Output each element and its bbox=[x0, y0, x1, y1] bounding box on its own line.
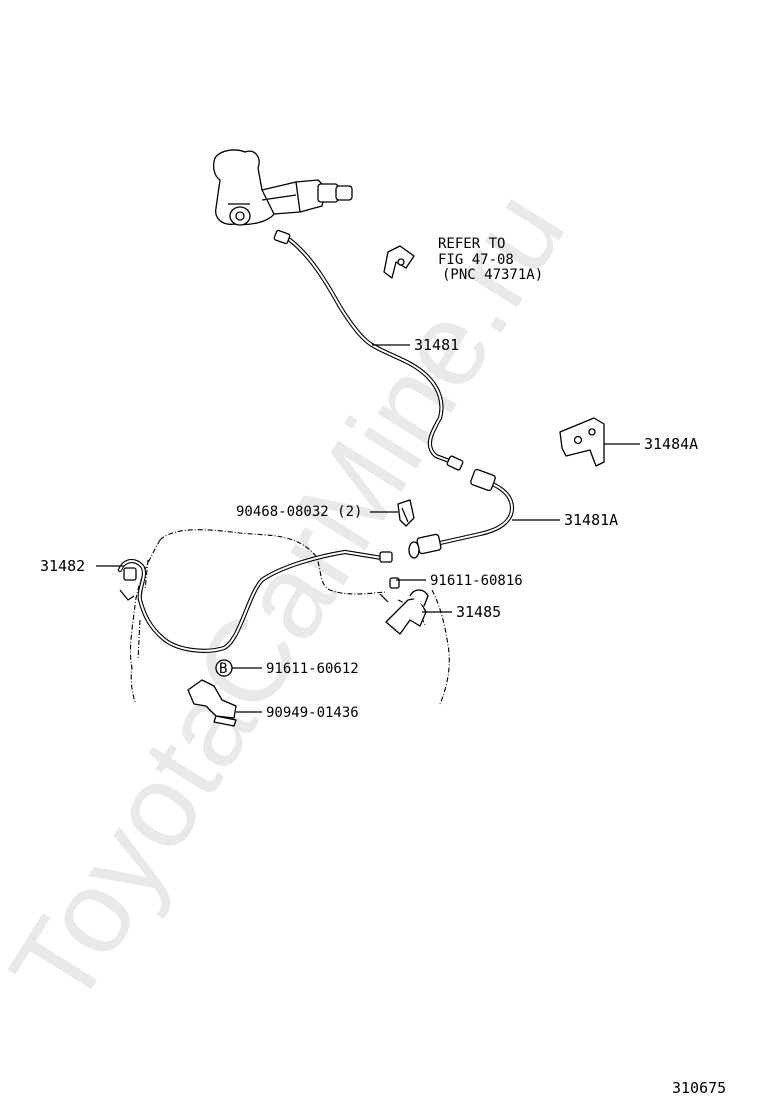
bracket-31484a bbox=[559, 417, 605, 467]
callout-90949: 90949-01436 bbox=[266, 705, 359, 721]
bolt-b-marker: B bbox=[215, 659, 233, 677]
pipe-31481 bbox=[287, 237, 464, 471]
callout-91611-60612: 91611-60612 bbox=[266, 661, 359, 677]
diagram-number: 310675 bbox=[672, 1079, 726, 1097]
refer-note-line1: REFER TO bbox=[438, 236, 505, 252]
callout-91611-60816: 91611-60816 bbox=[430, 573, 523, 589]
callout-31481: 31481 bbox=[414, 336, 459, 354]
bolt-b-label: B bbox=[219, 661, 227, 677]
clip-refer bbox=[383, 245, 415, 279]
clamp-90949 bbox=[187, 679, 237, 727]
refer-note-line2: FIG 47-08 bbox=[438, 252, 514, 268]
pipe-31482 bbox=[117, 549, 393, 653]
callout-31481a: 31481A bbox=[564, 511, 618, 529]
callout-31484a: 31484A bbox=[644, 435, 698, 453]
refer-note: REFER TO FIG 47-08 (PNC 47371A) bbox=[438, 236, 543, 283]
clip-90468 bbox=[397, 499, 415, 527]
refer-note-line3: (PNC 47371A) bbox=[442, 267, 543, 283]
callout-31482: 31482 bbox=[40, 557, 85, 575]
watermark: ToyotaCarMine.ru bbox=[0, 169, 591, 1029]
hose-31481a bbox=[408, 468, 515, 559]
bracket-31485 bbox=[379, 577, 429, 635]
callout-31485: 31485 bbox=[456, 603, 501, 621]
callout-90468: 90468-08032 (2) bbox=[236, 504, 362, 520]
leader-lines bbox=[96, 344, 640, 713]
master-cylinder bbox=[213, 149, 353, 245]
